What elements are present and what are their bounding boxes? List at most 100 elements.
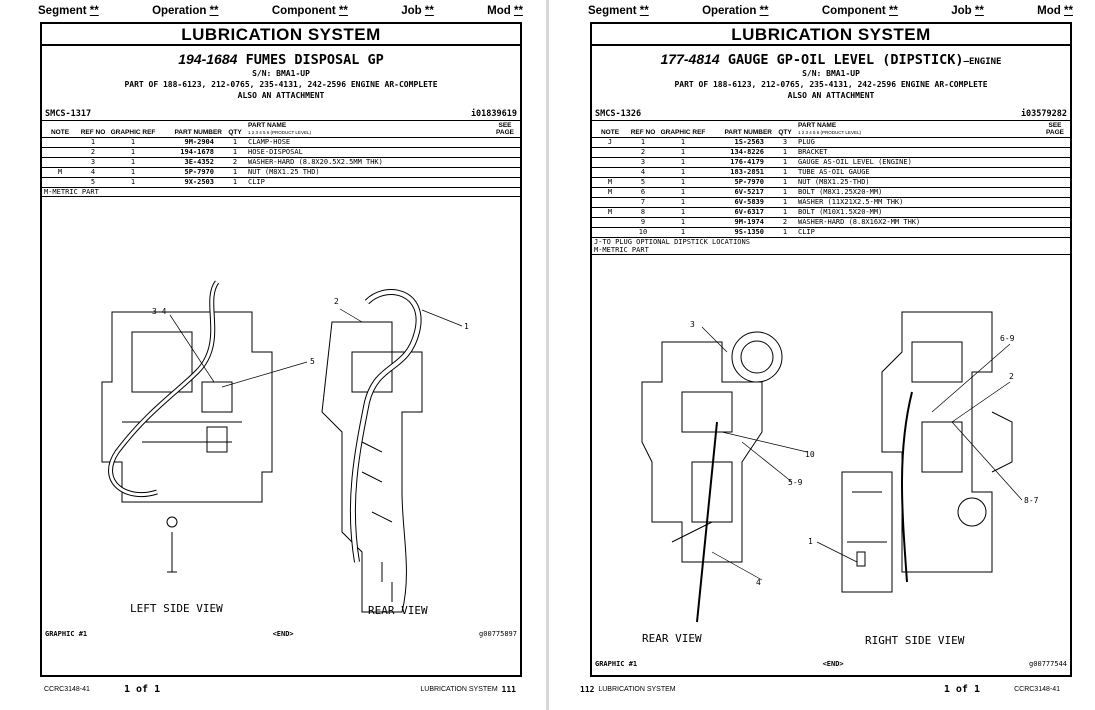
doc-number: CCRC3148-41	[44, 686, 90, 693]
graphic-ref: 1	[658, 207, 708, 218]
col-note: NOTE	[42, 121, 78, 138]
part-number: 9S-1350	[708, 227, 774, 238]
note	[42, 137, 78, 148]
note: J	[592, 137, 628, 148]
system-title: LUBRICATION SYSTEM	[592, 24, 1070, 46]
see-page	[1040, 167, 1070, 178]
doc-number: CCRC3148-41	[1014, 686, 1060, 693]
col-note: NOTE	[592, 121, 628, 138]
col-part-number: PART NUMBER	[158, 121, 224, 138]
qty: 1	[774, 167, 796, 178]
page-count: 1 of 1	[943, 684, 980, 695]
operation-filter[interactable]: Operation **	[702, 5, 769, 17]
ref-no: 4	[628, 167, 658, 178]
job-filter[interactable]: Job **	[951, 5, 984, 17]
group-title: 177-4814 GAUGE GP-OIL LEVEL (DIPSTICK)—E…	[592, 51, 1070, 68]
part-name: GAUGE AS-OIL LEVEL (ENGINE)	[796, 157, 1040, 168]
qty: 1	[774, 157, 796, 168]
part-number: 1S-2563	[708, 137, 774, 148]
note: M	[592, 207, 628, 218]
graphic-id: g00777544	[1029, 660, 1067, 668]
graphic-ref: 1	[658, 227, 708, 238]
col-ref: REF NO	[628, 121, 658, 138]
part-number: 5P-7970	[158, 167, 224, 178]
note: M	[592, 177, 628, 188]
component-filter[interactable]: Component **	[821, 5, 898, 17]
mod-filter[interactable]: Mod **	[1037, 5, 1073, 17]
part-name: CLAMP-HOSE	[246, 137, 490, 148]
ref-no: 4	[78, 167, 108, 178]
operation-filter[interactable]: Operation **	[152, 5, 219, 17]
segment-filter[interactable]: Segment **	[38, 5, 99, 17]
graphic-ref: 1	[108, 177, 158, 188]
mod-filter[interactable]: Mod **	[487, 5, 523, 17]
qty: 2	[224, 157, 246, 168]
qty: 1	[774, 227, 796, 238]
engine-illustration	[641, 311, 1023, 623]
part-name: NUT (M8X1.25 THD)	[246, 167, 490, 178]
part-name: BOLT (M8X1.25X20-MM)	[796, 187, 1040, 198]
part-number: 176-4179	[708, 157, 774, 168]
ref-no: 9	[628, 217, 658, 228]
illustration-id: i03579282	[1020, 109, 1067, 119]
callout-label: 1	[464, 322, 469, 331]
graphic-ref: 1	[658, 167, 708, 178]
note	[592, 217, 628, 228]
graphic-ref: 1	[108, 157, 158, 168]
also-attachment: ALSO AN ATTACHMENT	[787, 91, 875, 100]
qty: 1	[774, 177, 796, 188]
callout-label: 2	[334, 297, 339, 306]
part-name: BRACKET	[796, 147, 1040, 158]
qty: 1	[774, 187, 796, 198]
page-right: Segment ** Operation ** Component ** Job…	[550, 0, 1095, 710]
parts-table: NOTE REF NO GRAPHIC REF PART NUMBER QTY …	[42, 121, 520, 188]
job-filter[interactable]: Job **	[401, 5, 434, 17]
note	[592, 197, 628, 208]
serial-range: S/N: BMA1-UP	[252, 69, 310, 78]
ref-no: 10	[628, 227, 658, 238]
group-name: GAUGE GP-OIL LEVEL (DIPSTICK)	[727, 52, 964, 68]
qty: 3	[774, 137, 796, 148]
view-label: LEFT SIDE VIEW	[130, 602, 223, 615]
note	[42, 157, 78, 168]
part-of: PART OF 188-6123, 212-0765, 235-4131, 24…	[124, 80, 438, 89]
group-header: 194-1684 FUMES DISPOSAL GP S/N: BMA1-UP …	[42, 51, 520, 101]
group-suffix: —ENGINE	[963, 57, 1002, 67]
col-qty: QTY	[774, 121, 796, 138]
parts-sheet: LUBRICATION SYSTEM 177-4814 GAUGE GP-OIL…	[590, 22, 1072, 677]
segment-filter[interactable]: Segment **	[588, 5, 649, 17]
part-number: 194-1678	[158, 147, 224, 158]
serial-range: S/N: BMA1-UP	[802, 69, 860, 78]
part-number: 6V-5217	[708, 187, 774, 198]
component-filter[interactable]: Component **	[271, 5, 348, 17]
see-page	[1040, 187, 1070, 198]
see-page	[1040, 217, 1070, 228]
callout-label: 3	[690, 320, 695, 329]
filter-bar: Segment ** Operation ** Component ** Job…	[38, 5, 523, 17]
part-number: 5P-7970	[708, 177, 774, 188]
engine-illustration	[101, 280, 463, 613]
graphic-label: GRAPHIC #1	[595, 660, 638, 668]
end-marker: <END>	[822, 660, 844, 668]
product-level: 1 2 3 4 5 6 (PRODUCT LEVEL)	[248, 130, 311, 135]
page-divider	[546, 0, 549, 710]
part-name: PLUG	[796, 137, 1040, 148]
col-see-page: SEE PAGE	[490, 121, 520, 138]
